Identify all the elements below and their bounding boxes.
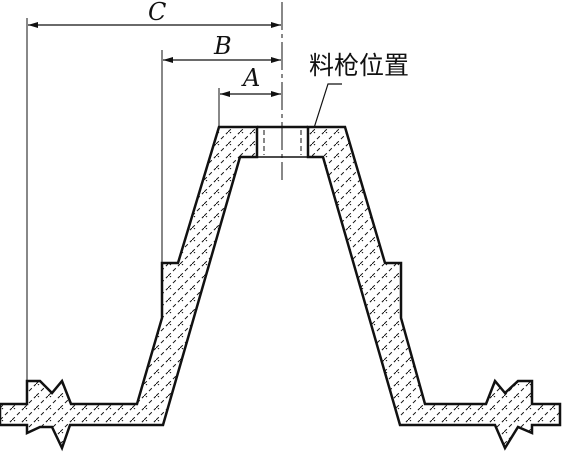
lining-wall — [0, 125, 562, 452]
left-wall-section — [0, 125, 259, 452]
dimension-arrows — [28, 22, 281, 97]
extension-lines — [26, 2, 283, 381]
right-wall-section — [306, 125, 562, 451]
leader-line — [313, 83, 342, 129]
position-note-label: 料枪位置 — [309, 51, 409, 80]
dimension-label-c: C — [148, 0, 166, 26]
dimension-label-a: A — [241, 64, 260, 92]
dimension-label-b: B — [213, 32, 232, 60]
